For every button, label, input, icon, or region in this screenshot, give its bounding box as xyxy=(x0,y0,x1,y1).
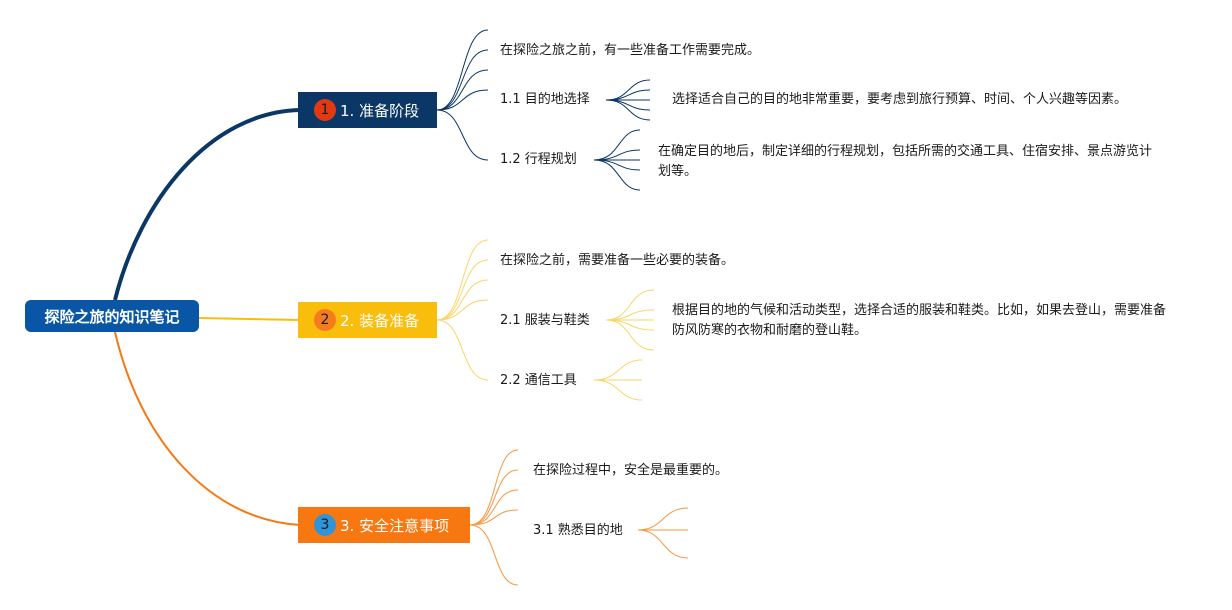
root-topic-label: 探险之旅的知识笔记 xyxy=(44,307,180,326)
branch-2-label: 2. 装备准备 xyxy=(340,311,420,330)
root-topic[interactable]: 探险之旅的知识笔记 xyxy=(25,300,199,332)
subtopic-2-2[interactable]: 2.2 通信工具 xyxy=(500,373,577,388)
connector-root-branch1 xyxy=(113,108,301,301)
subtopic-2-1[interactable]: 2.1 服装与鞋类 xyxy=(500,313,590,328)
subtopic-1-2[interactable]: 1.2 行程规划 xyxy=(500,152,577,167)
connector-root-branch3 xyxy=(114,331,301,526)
branch-3-intro[interactable]: 在探险过程中，安全是最重要的。 xyxy=(533,463,729,478)
branch1-fan xyxy=(436,29,651,191)
branch-2-topic[interactable]: 2 2. 装备准备 xyxy=(298,302,437,338)
branch-2-intro[interactable]: 在探险之前，需要准备一些必要的装备。 xyxy=(500,253,735,268)
subtopic-1-1[interactable]: 1.1 目的地选择 xyxy=(500,92,590,107)
branch-3-label: 3. 安全注意事项 xyxy=(340,516,450,535)
priority-1-icon: 1 xyxy=(314,99,336,121)
subtopic-3-1[interactable]: 3.1 熟悉目的地 xyxy=(533,523,623,538)
subtopic-1-2-detail[interactable]: 在确定目的地后，制定详细的行程规划，包括所需的交通工具、住宿安排、景点游览计划等… xyxy=(658,144,1153,179)
branch-1-intro[interactable]: 在探险之旅之前，有一些准备工作需要完成。 xyxy=(500,43,761,58)
connector-root-branch2 xyxy=(198,317,301,321)
subtopic-2-1-detail[interactable]: 根据目的地的气候和活动类型，选择合适的服装和鞋类。比如，如果去登山，需要准备防风… xyxy=(672,303,1167,338)
branch-1-topic[interactable]: 1 1. 准备阶段 xyxy=(298,92,437,128)
priority-2-icon: 2 xyxy=(314,309,336,331)
subtopic-1-1-detail[interactable]: 选择适合自己的目的地非常重要，要考虑到旅行预算、时间、个人兴趣等因素。 xyxy=(672,92,1128,107)
branch2-fan xyxy=(436,239,655,401)
branch-3-topic[interactable]: 3 3. 安全注意事项 xyxy=(298,507,470,543)
branch-1-label: 1. 准备阶段 xyxy=(340,101,420,120)
priority-3-icon: 3 xyxy=(314,514,336,536)
branch3-fan xyxy=(469,449,689,586)
